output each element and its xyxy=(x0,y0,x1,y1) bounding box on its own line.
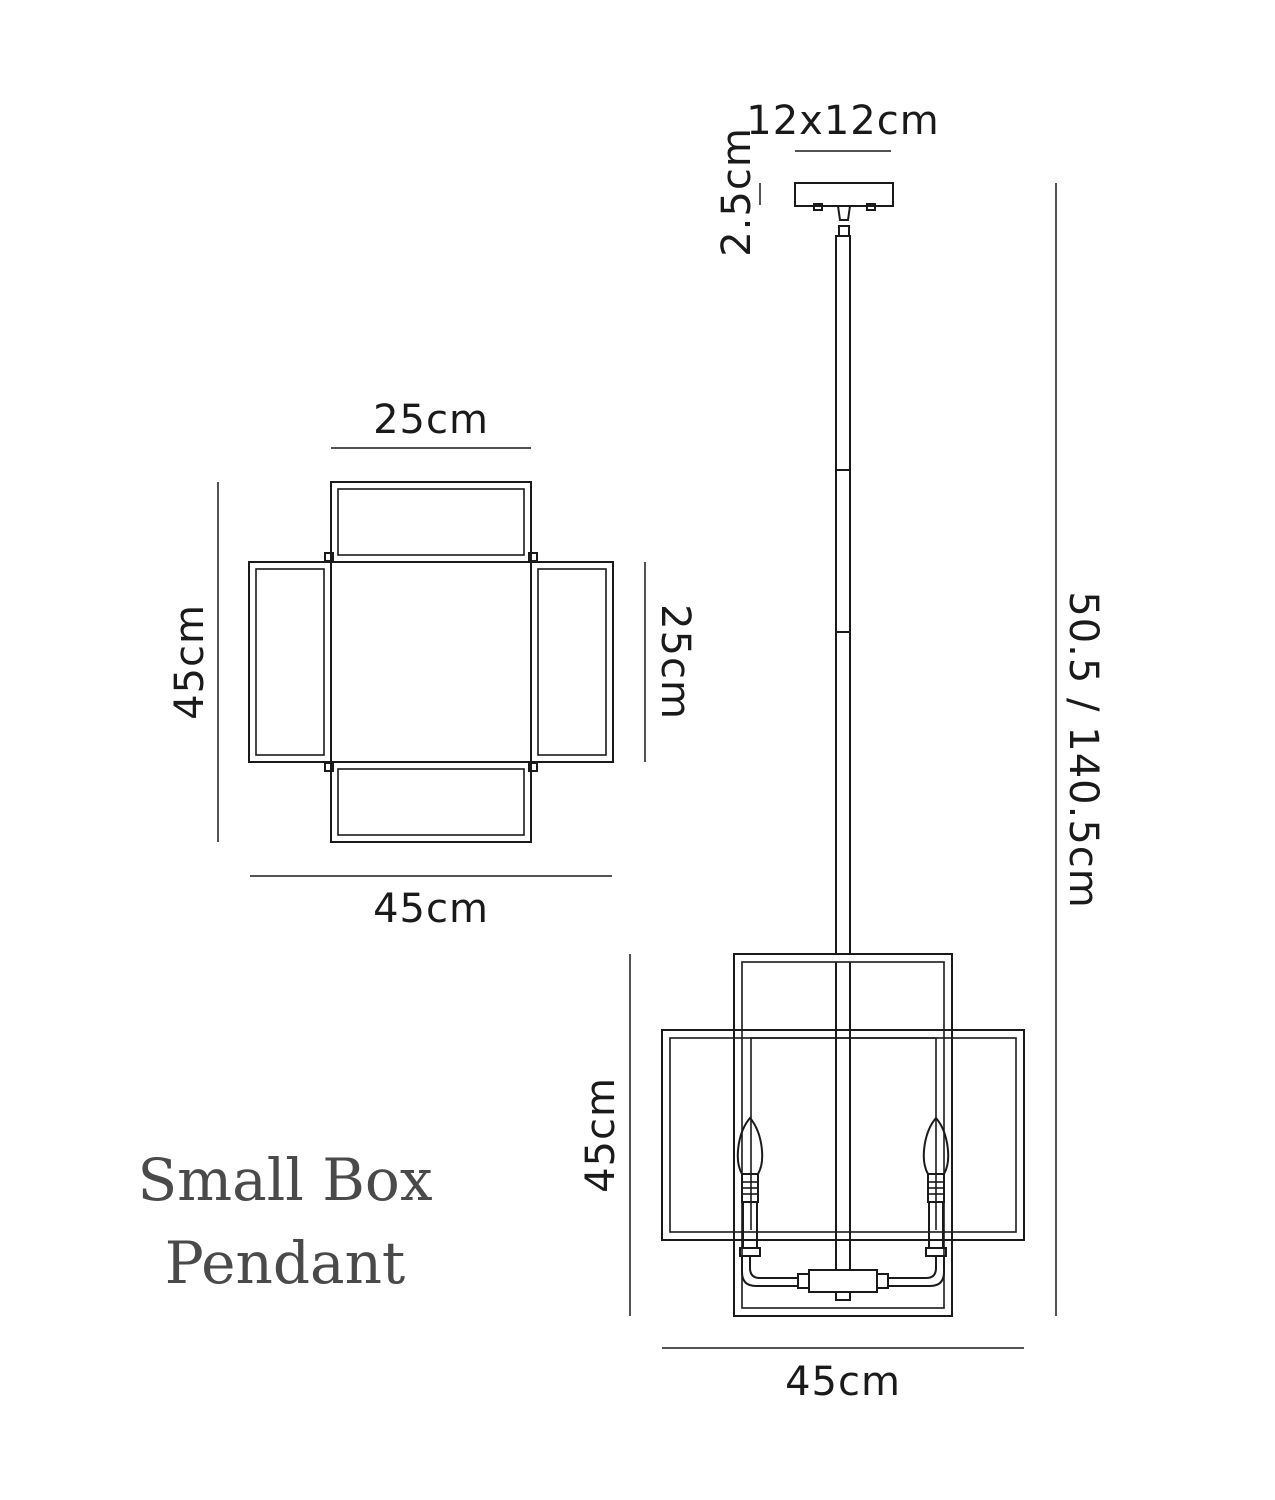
plan-view: 25cm 45cm 45cm 25cm xyxy=(167,397,698,932)
pendant-body xyxy=(661,953,1025,1317)
canopy xyxy=(794,182,894,237)
left-bulb xyxy=(736,1116,764,1257)
body-height-label: 45cm xyxy=(578,1077,624,1193)
body-width-label: 45cm xyxy=(785,1359,901,1405)
plan-bottom-width-label: 45cm xyxy=(373,886,489,932)
plan-left-arm xyxy=(248,561,332,763)
plan-center-square xyxy=(330,561,532,763)
plan-left-height-label: 45cm xyxy=(167,604,213,720)
suspension-rod xyxy=(835,235,851,955)
plan-top-arm xyxy=(330,481,532,563)
center-hub xyxy=(808,1269,878,1293)
plan-right-arm xyxy=(530,561,614,763)
lamp-holders xyxy=(736,1116,950,1301)
canopy-size-label: 12x12cm xyxy=(746,98,939,144)
product-title-line1: Small Box xyxy=(137,1146,432,1214)
plan-right-height-label: 25cm xyxy=(652,604,698,720)
plan-top-width-label: 25cm xyxy=(373,397,489,443)
right-bulb xyxy=(922,1116,950,1257)
overall-height-label: 50.5 / 140.5cm xyxy=(1060,591,1106,908)
canopy-height-label: 2.5cm xyxy=(714,127,760,257)
product-title: Small Box Pendant xyxy=(137,1146,432,1297)
product-title-line2: Pendant xyxy=(165,1229,405,1297)
elevation-view: 12x12cm 2.5cm 50.5 / 140.5cm 45cm 45cm xyxy=(578,98,1106,1405)
plan-bottom-arm xyxy=(330,761,532,843)
